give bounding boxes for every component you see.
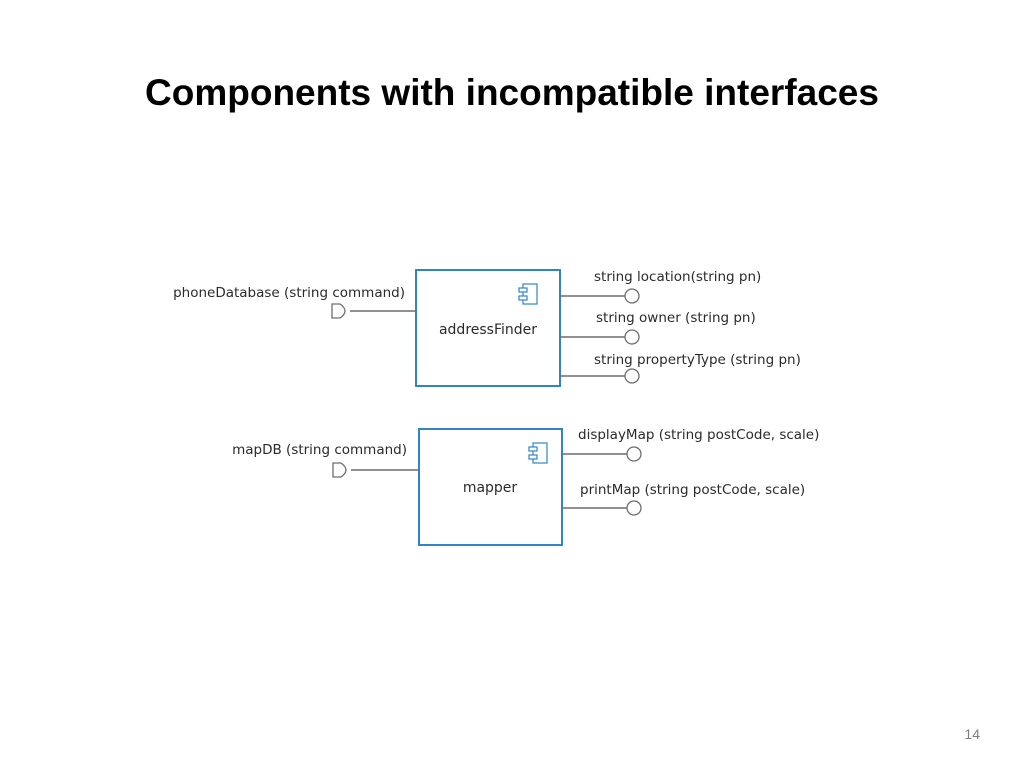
provided-interface-location: string location(string pn) bbox=[560, 269, 761, 304]
socket-symbol bbox=[331, 303, 346, 319]
component-mapper: mapper mapDB (string command) displayMap… bbox=[232, 427, 819, 546]
interface-label: mapDB (string command) bbox=[232, 442, 407, 458]
required-interface-phonedatabase: phoneDatabase (string command) bbox=[173, 285, 416, 319]
component-label: addressFinder bbox=[439, 322, 537, 338]
page-number: 14 bbox=[964, 726, 980, 742]
slide-title: Components with incompatible interfaces bbox=[145, 72, 879, 113]
lollipop-symbol bbox=[624, 288, 640, 304]
provided-interface-owner: string owner (string pn) bbox=[560, 310, 756, 345]
required-interface-mapdb: mapDB (string command) bbox=[232, 442, 419, 478]
lollipop-symbol bbox=[624, 329, 640, 345]
component-icon bbox=[518, 283, 538, 305]
interface-label: phoneDatabase (string command) bbox=[173, 285, 405, 301]
socket-symbol bbox=[332, 462, 347, 478]
lollipop-symbol bbox=[626, 500, 642, 516]
provided-interface-displaymap: displayMap (string postCode, scale) bbox=[562, 427, 819, 462]
lollipop-symbol bbox=[624, 368, 640, 384]
component-addressfinder: addressFinder phoneDatabase (string comm… bbox=[173, 269, 801, 387]
interface-label: displayMap (string postCode, scale) bbox=[578, 427, 819, 443]
interface-label: string propertyType (string pn) bbox=[594, 352, 801, 368]
lollipop-symbol bbox=[626, 446, 642, 462]
provided-interface-propertytype: string propertyType (string pn) bbox=[560, 352, 801, 384]
interface-label: printMap (string postCode, scale) bbox=[580, 482, 805, 498]
interface-label: string location(string pn) bbox=[594, 269, 761, 285]
provided-interface-printmap: printMap (string postCode, scale) bbox=[562, 482, 805, 516]
interface-label: string owner (string pn) bbox=[596, 310, 756, 326]
component-label: mapper bbox=[463, 480, 518, 496]
component-icon bbox=[528, 442, 548, 464]
